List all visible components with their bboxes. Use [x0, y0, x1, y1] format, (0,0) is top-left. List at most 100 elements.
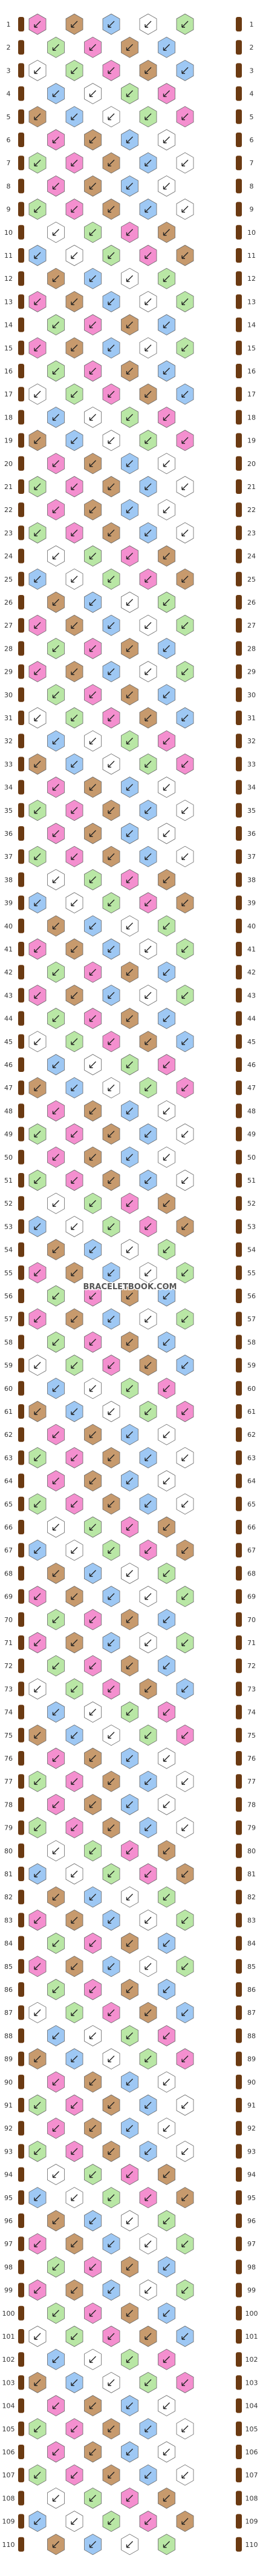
knot-arrow-icon	[145, 1870, 152, 1878]
knot-arrow-icon	[34, 1639, 41, 1646]
edge-strand	[18, 711, 24, 725]
knot-arrow-icon	[163, 1246, 170, 1254]
knot-arrow-icon	[34, 437, 41, 444]
knot-arrow-icon	[52, 1107, 59, 1115]
knot-arrow-icon	[89, 1986, 96, 1993]
knot-arrow-icon	[108, 206, 115, 213]
knot-arrow-icon	[34, 483, 41, 490]
knot-arrow-icon	[126, 1431, 133, 1438]
row-number: 80	[4, 1847, 13, 1855]
row-number: 31	[247, 714, 256, 722]
knot-arrow-icon	[52, 922, 59, 930]
knot-arrow-icon	[108, 1778, 115, 1785]
knot-arrow-icon	[145, 2194, 152, 2201]
edge-strand	[18, 456, 24, 471]
edge-strand	[236, 1242, 242, 1257]
edge-strand	[18, 86, 24, 101]
knot-arrow-icon	[52, 1015, 59, 1022]
edge-strand	[236, 271, 242, 286]
knot-arrow-icon	[89, 1431, 96, 1438]
edge-strand	[18, 387, 24, 402]
knot-arrow-icon	[145, 2518, 152, 2525]
knot-arrow-icon	[126, 1569, 133, 1577]
knot-arrow-icon	[163, 1616, 170, 1623]
knot-arrow-icon	[89, 275, 96, 282]
knot-arrow-icon	[181, 1269, 189, 1276]
knot-arrow-icon	[89, 2310, 96, 2317]
edge-strand	[236, 1312, 242, 1327]
row-number: 92	[4, 2124, 13, 2132]
knot-arrow-icon	[126, 2078, 133, 2086]
row-number: 36	[247, 830, 256, 838]
row-number: 21	[4, 483, 13, 491]
knot-arrow-icon	[126, 553, 133, 560]
knot-arrow-icon	[181, 159, 189, 166]
edge-strand	[18, 1751, 24, 1766]
knot-arrow-icon	[145, 2425, 152, 2433]
row-number: 26	[247, 599, 256, 606]
knot-arrow-icon	[89, 136, 96, 143]
row-number: 22	[247, 506, 256, 514]
row-number: 6	[7, 136, 11, 144]
knot-arrow-icon	[181, 2333, 189, 2340]
edge-strand	[18, 1520, 24, 1534]
knot-arrow-icon	[163, 2078, 170, 2086]
knot-arrow-icon	[126, 2541, 133, 2548]
knot-arrow-icon	[181, 21, 189, 28]
knot-arrow-icon	[181, 1500, 189, 1508]
edge-strand	[18, 2329, 24, 2344]
knot-arrow-icon	[145, 714, 152, 721]
edge-strand	[236, 757, 242, 772]
row-number: 44	[4, 1015, 13, 1023]
knot-arrow-icon	[163, 1569, 170, 1577]
row-number: 57	[247, 1315, 256, 1323]
edge-strand	[236, 595, 242, 610]
edge-strand	[18, 1797, 24, 1812]
knot-arrow-icon	[71, 622, 78, 629]
knot-arrow-icon	[52, 229, 59, 236]
knot-arrow-icon	[145, 2101, 152, 2109]
knot-arrow-icon	[71, 437, 78, 444]
knot-arrow-icon	[89, 968, 96, 976]
row-number: 94	[4, 2171, 13, 2179]
knot-arrow-icon	[34, 1315, 41, 1322]
row-number: 85	[247, 1963, 256, 1971]
knot-arrow-icon	[52, 2541, 59, 2548]
knot-arrow-icon	[126, 737, 133, 744]
knot-arrow-icon	[126, 2263, 133, 2271]
edge-strand	[236, 1496, 242, 1511]
knot-arrow-icon	[34, 668, 41, 675]
knot-arrow-icon	[89, 1107, 96, 1115]
knot-arrow-icon	[181, 1131, 189, 1138]
edge-strand	[18, 2005, 24, 2020]
knot-arrow-icon	[71, 1131, 78, 1138]
knot-arrow-icon	[34, 2425, 41, 2433]
row-number: 65	[4, 1500, 13, 1508]
knot-arrow-icon	[71, 1639, 78, 1646]
edge-strand	[18, 433, 24, 448]
knot-arrow-icon	[126, 1338, 133, 1346]
row-number: 53	[4, 1223, 13, 1230]
row-number: 93	[4, 2147, 13, 2155]
knot-arrow-icon	[71, 67, 78, 74]
knot-arrow-icon	[71, 21, 78, 28]
knot-arrow-icon	[52, 2217, 59, 2224]
row-number: 51	[247, 1177, 256, 1184]
edge-strand	[18, 2305, 24, 2321]
row-number: 86	[247, 1986, 256, 1994]
edge-strand	[18, 364, 24, 378]
edge-strand	[236, 2305, 242, 2321]
knot-arrow-icon	[89, 1847, 96, 1855]
row-number: 88	[247, 2032, 256, 2040]
edge-strand	[236, 2375, 242, 2390]
knot-arrow-icon	[145, 2055, 152, 2063]
row-number: 35	[4, 807, 13, 815]
edge-strand	[236, 1265, 242, 1280]
knot-arrow-icon	[181, 2287, 189, 2294]
row-number: 55	[4, 1269, 13, 1277]
knot-arrow-icon	[145, 1177, 152, 1184]
knot-arrow-icon	[181, 576, 189, 583]
knot-arrow-icon	[52, 691, 59, 698]
knot-arrow-icon	[52, 1847, 59, 1855]
row-number: 67	[247, 1546, 256, 1554]
